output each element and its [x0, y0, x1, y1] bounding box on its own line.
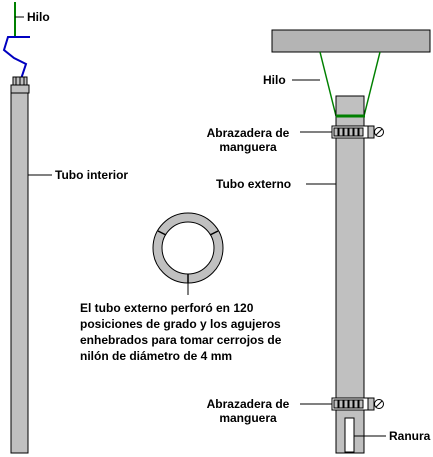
- hook-nut-bottom: [10, 84, 30, 94]
- label-tubo-interior: Tubo interior: [55, 168, 129, 182]
- ring-caption: El tubo externo perforó en 120 posicione…: [80, 300, 281, 364]
- wire-hook: [2, 36, 30, 83]
- inner-tube-assembly: [2, 2, 52, 454]
- label-tubo-externo: Tubo externo: [216, 177, 292, 191]
- label-hilo-left: Hilo: [27, 10, 50, 24]
- label-abrazadera-bottom: Abrazadera de manguera: [198, 397, 298, 425]
- label-abrazadera-bottom-line1: Abrazadera de: [206, 397, 290, 411]
- ring-inner: [161, 221, 215, 275]
- ring-cross-section: [152, 212, 224, 295]
- hose-clamp-bottom: [331, 397, 384, 411]
- hose-clamp-top: [331, 125, 384, 139]
- slot-ranura: [344, 417, 355, 453]
- label-ranura: Ranura: [389, 429, 431, 443]
- label-abrazadera-bottom-line2: manguera: [219, 411, 277, 425]
- inner-tube: [10, 92, 29, 454]
- outer-tube: [335, 95, 365, 454]
- label-abrazadera-top: Abrazadera de manguera: [198, 126, 298, 154]
- right-thread-left: [319, 51, 337, 117]
- label-abrazadera-top-line1: Abrazadera de: [206, 126, 290, 140]
- ring-caption-line4: nilón de diámetro de 4 mm: [80, 349, 233, 363]
- ring-caption-line1: El tubo externo perforó en 120: [80, 301, 254, 315]
- label-hilo-right: Hilo: [263, 73, 286, 87]
- ring-caption-line3: enhebrados para tomar cerrojos de: [80, 333, 282, 347]
- ceiling: [271, 29, 431, 53]
- ring-hole-upper-left: [157, 230, 167, 236]
- outer-tube-assembly: [271, 29, 431, 454]
- ring-hole-upper-right: [209, 230, 219, 236]
- right-thread-right: [363, 51, 381, 117]
- ring-caption-line2: posiciones de grado y los agujeros: [80, 317, 281, 331]
- label-abrazadera-top-line2: manguera: [219, 140, 277, 154]
